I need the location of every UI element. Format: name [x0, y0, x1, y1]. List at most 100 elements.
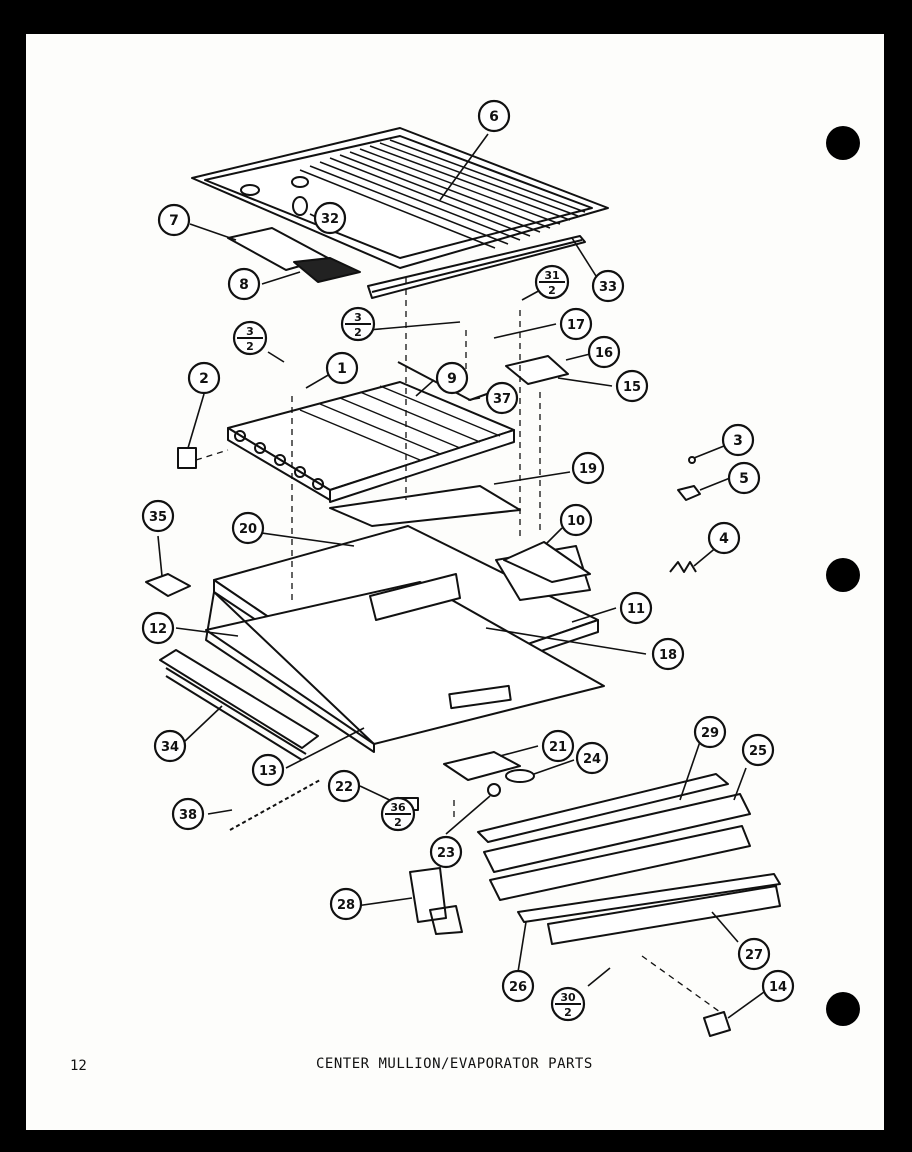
callout-label: 12 — [149, 622, 167, 637]
callout-label: 18 — [659, 648, 677, 663]
callout-label: 4 — [719, 531, 729, 547]
callout-label: 20 — [239, 522, 257, 537]
callout-6: 6 — [477, 99, 511, 133]
callout-10: 10 — [559, 503, 593, 537]
bracket-part — [409, 867, 447, 923]
callout-33: 33 — [591, 269, 625, 303]
callout-label: 5 — [739, 471, 749, 487]
callout-2: 2 — [187, 361, 221, 395]
fraction-numerator: 36 — [390, 801, 406, 814]
callout-22: 22 — [327, 769, 361, 803]
callout-label: 3 — [733, 433, 743, 449]
evaporator-coil-part — [227, 361, 515, 503]
callout-label: 21 — [549, 740, 567, 755]
callout-label: 23 — [437, 846, 455, 861]
callout-5: 5 — [727, 461, 761, 495]
binder-hole-middle — [826, 558, 860, 592]
fraction-callout-31: 312 — [534, 264, 570, 300]
fraction-callout-3: 32 — [232, 320, 268, 356]
callout-label: 6 — [489, 109, 499, 125]
callout-26: 26 — [501, 969, 535, 1003]
callout-label: 14 — [769, 980, 787, 995]
callout-label: 37 — [493, 392, 511, 407]
fraction-denominator: 2 — [354, 326, 362, 339]
callout-label: 28 — [337, 898, 355, 913]
binder-hole-top — [826, 126, 860, 160]
callout-27: 27 — [737, 937, 771, 971]
callout-label: 7 — [169, 213, 179, 229]
callout-8: 8 — [227, 267, 261, 301]
callout-label: 32 — [321, 212, 339, 227]
callout-20: 20 — [231, 511, 265, 545]
rail-part — [159, 649, 319, 749]
callout-34: 34 — [153, 729, 187, 763]
callout-1: 1 — [325, 351, 359, 385]
callout-label: 24 — [583, 752, 601, 767]
page-number: 12 — [70, 1058, 87, 1074]
callout-37: 37 — [485, 381, 519, 415]
fraction-denominator: 2 — [394, 816, 402, 829]
grille-assembly-part — [477, 773, 781, 945]
fraction-callout-3: 32 — [340, 306, 376, 342]
callout-28: 28 — [329, 887, 363, 921]
callout-label: 19 — [579, 462, 597, 477]
fraction-numerator: 3 — [354, 311, 362, 324]
callout-12: 12 — [141, 611, 175, 645]
fraction-denominator: 2 — [564, 1006, 572, 1019]
callout-label: 13 — [259, 764, 277, 779]
cover-plate-part — [191, 127, 609, 269]
callout-label: 34 — [161, 740, 179, 755]
fraction-numerator: 3 — [246, 325, 254, 338]
callout-7: 7 — [157, 203, 191, 237]
callout-label: 35 — [149, 510, 167, 525]
callout-label: 33 — [599, 280, 617, 295]
callout-label: 2 — [199, 371, 209, 387]
callout-label: 8 — [239, 277, 249, 293]
callout-label: 17 — [567, 318, 585, 333]
callout-label: 16 — [595, 346, 613, 361]
callout-label: 9 — [447, 371, 457, 387]
callout-29: 29 — [693, 715, 727, 749]
diagram-caption: CENTER MULLION/EVAPORATOR PARTS — [316, 1056, 593, 1072]
callout-9: 9 — [435, 361, 469, 395]
scan-border-bottom — [0, 1130, 912, 1152]
callout-15: 15 — [615, 369, 649, 403]
callout-16: 16 — [587, 335, 621, 369]
fraction-denominator: 2 — [548, 284, 556, 297]
callout-32: 32 — [313, 201, 347, 235]
fraction-callout-30: 302 — [550, 986, 586, 1022]
callout-18: 18 — [651, 637, 685, 671]
callout-label: 26 — [509, 980, 527, 995]
callout-23: 23 — [429, 835, 463, 869]
fraction-denominator: 2 — [246, 340, 254, 353]
binder-hole-bottom — [826, 992, 860, 1026]
callout-label: 22 — [335, 780, 353, 795]
callout-13: 13 — [251, 753, 285, 787]
callout-label: 25 — [749, 744, 767, 759]
callout-label: 38 — [179, 808, 197, 823]
callout-label: 10 — [567, 514, 585, 529]
callout-label: 27 — [745, 948, 763, 963]
callout-19: 19 — [571, 451, 605, 485]
fraction-numerator: 30 — [560, 991, 576, 1004]
callout-3: 3 — [721, 423, 755, 457]
scan-border-left — [0, 0, 26, 1152]
callout-label: 11 — [627, 602, 645, 617]
scan-border-right — [884, 0, 912, 1152]
callout-14: 14 — [761, 969, 795, 1003]
callout-35: 35 — [141, 499, 175, 533]
callout-25: 25 — [741, 733, 775, 767]
callout-11: 11 — [619, 591, 653, 625]
callout-label: 15 — [623, 380, 641, 395]
fraction-numerator: 31 — [544, 269, 559, 282]
callout-label: 1 — [337, 361, 347, 377]
callout-4: 4 — [707, 521, 741, 555]
fraction-callout-36: 362 — [380, 796, 416, 832]
mullion-tray-part — [205, 525, 605, 753]
callout-label: 29 — [701, 726, 719, 741]
callout-24: 24 — [575, 741, 609, 775]
callout-38: 38 — [171, 797, 205, 831]
callout-21: 21 — [541, 729, 575, 763]
